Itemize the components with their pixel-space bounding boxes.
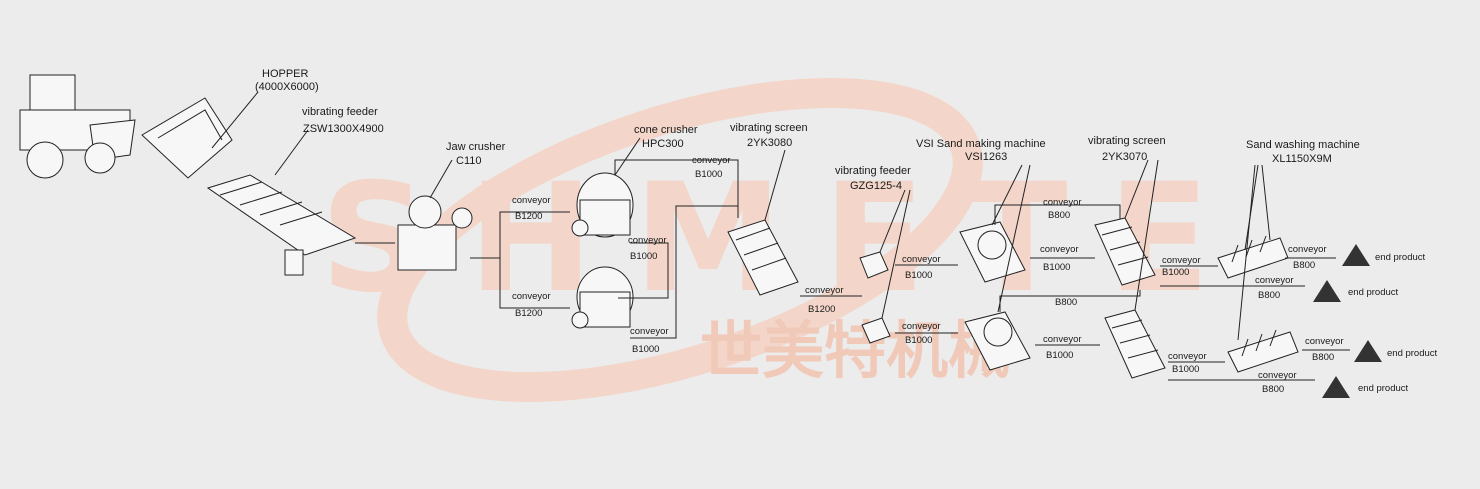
- conveyor-word-14: conveyor: [1168, 351, 1207, 362]
- conveyor-word-4: conveyor: [628, 235, 667, 246]
- vibrating-screen-1-model: 2YK3080: [747, 137, 792, 149]
- jaw-crusher-label: Jaw crusher: [446, 141, 506, 153]
- conveyor-spec-11: B1000: [1046, 350, 1073, 361]
- conveyor-word-10: conveyor: [1040, 244, 1079, 255]
- end-product-2: end product: [1348, 287, 1399, 298]
- hopper-label: HOPPER: [262, 68, 309, 80]
- conveyor-spec-7: B1000: [905, 270, 932, 281]
- cone-crusher-model: HPC300: [642, 138, 684, 150]
- vibrating-feeder-2-bottom: [861, 189, 911, 344]
- conveyor-spec-12: B800: [1055, 297, 1077, 308]
- conveyor-spec-16: B800: [1262, 384, 1284, 395]
- conveyor-word-18: conveyor: [1305, 336, 1344, 347]
- vibrating-feeder-1-label: vibrating feeder: [302, 106, 378, 118]
- vibrating-feeder-2-label: vibrating feeder: [835, 165, 911, 177]
- watermark: SHMETE 世美特机械: [320, 77, 1210, 403]
- vibrating-feeder-2-top: [859, 189, 906, 279]
- conveyor-spec-14: B1000: [1172, 364, 1199, 375]
- vibrating-screen-2-bottom: [1104, 159, 1166, 379]
- conveyor-word-8: conveyor: [902, 321, 941, 332]
- conveyor-word-3: conveyor: [692, 155, 731, 166]
- vibrating-screen-1-label: vibrating screen: [730, 122, 808, 134]
- vsi-model: VSI1263: [965, 151, 1007, 163]
- conveyor-word-6: conveyor: [805, 285, 844, 296]
- vibrating-screen-1: [727, 149, 799, 296]
- vsi-bottom: [964, 164, 1031, 371]
- pile-2: [1313, 280, 1341, 302]
- conveyor-spec-13: B1000: [1162, 267, 1189, 278]
- conveyor-word-16: conveyor: [1258, 370, 1297, 381]
- vibrating-feeder-1: [206, 129, 357, 276]
- end-product-3: end product: [1387, 348, 1438, 359]
- vibrating-feeder-1-model: ZSW1300X4900: [303, 123, 384, 135]
- conveyor-word-7: conveyor: [902, 254, 941, 265]
- watermark-brand-cn: 世美特机械: [700, 314, 1010, 387]
- cone-crusher-top: [571, 137, 641, 238]
- conveyor-word-11: conveyor: [1043, 334, 1082, 345]
- vibrating-screen-2-label: vibrating screen: [1088, 135, 1166, 147]
- vsi-top: [959, 164, 1026, 283]
- conveyor-spec-18: B800: [1312, 352, 1334, 363]
- conveyor-spec-4: B1000: [630, 251, 657, 262]
- pile-4: [1322, 376, 1350, 398]
- conveyor-spec-6: B1200: [808, 304, 835, 315]
- conveyor-spec-17: B800: [1293, 260, 1315, 271]
- vibrating-feeder-2-model: GZG125-4: [850, 180, 902, 192]
- wheel-loader: [19, 74, 136, 179]
- jaw-crusher: [397, 159, 473, 271]
- conveyor-spec-8: B1000: [905, 335, 932, 346]
- sand-washing-label: Sand washing machine: [1246, 139, 1360, 151]
- hopper: [141, 91, 259, 179]
- end-product-4: end product: [1358, 383, 1409, 394]
- vibrating-screen-2-model: 2YK3070: [1102, 151, 1147, 163]
- conveyor-spec-1: B1200: [515, 211, 542, 222]
- pile-3: [1354, 340, 1382, 362]
- conveyor-word-2: conveyor: [512, 291, 551, 302]
- conveyor-spec-15: B800: [1258, 290, 1280, 301]
- end-product-1: end product: [1375, 252, 1426, 263]
- end-product-piles: [1313, 244, 1382, 398]
- conveyor-word-9: conveyor: [1043, 197, 1082, 208]
- conveyor-spec-2: B1200: [515, 308, 542, 319]
- conveyor-spec-10: B1000: [1043, 262, 1070, 273]
- jaw-crusher-model: C110: [456, 155, 481, 167]
- cone-crusher-bottom: [571, 266, 634, 329]
- conveyor-word-5: conveyor: [630, 326, 669, 337]
- conveyor-word-17: conveyor: [1288, 244, 1327, 255]
- cone-crusher-label: cone crusher: [634, 124, 698, 136]
- sand-washer-bottom: [1227, 164, 1299, 373]
- watermark-swoosh: [377, 77, 983, 403]
- vsi-label: VSI Sand making machine: [916, 138, 1046, 150]
- conveyor-spec-3: B1000: [695, 169, 722, 180]
- conveyor-spec-9: B800: [1048, 210, 1070, 221]
- conveyor-word-15: conveyor: [1255, 275, 1294, 286]
- pile-1: [1342, 244, 1370, 266]
- conveyor-spec-5: B1000: [632, 344, 659, 355]
- sand-washing-model: XL1150X9M: [1272, 153, 1332, 165]
- hopper-size: (4000X6000): [255, 81, 319, 93]
- conveyor-word-1: conveyor: [512, 195, 551, 206]
- conveyor-word-13: conveyor: [1162, 255, 1201, 266]
